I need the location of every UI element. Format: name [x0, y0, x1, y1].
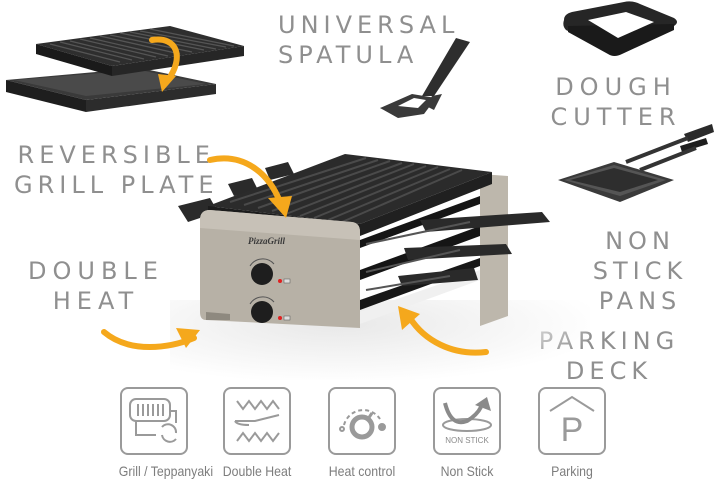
feature-parking: P Parking: [532, 387, 612, 479]
svg-text:P: P: [561, 411, 584, 449]
callout-reversible-grill-plate: Reversible Grill Plate: [14, 141, 219, 199]
arrow-to-parking-deck: [398, 306, 489, 356]
feature-heat-control: Heat control: [322, 387, 402, 479]
non-stick-pan-image: [556, 120, 716, 210]
pizza-grill-appliance: PizzaGrill: [170, 140, 560, 340]
callout-double-heat: Double Heat: [28, 257, 164, 315]
non-stick-icon: NON STICK: [433, 387, 501, 455]
reversible-plates-image: [0, 14, 250, 114]
heat-control-icon: [328, 387, 396, 455]
feature-grill-teppanyaki: Grill / Teppanyaki: [114, 387, 213, 479]
dough-cutter-image: [556, 0, 682, 60]
svg-text:NON STICK: NON STICK: [445, 436, 489, 445]
callout-universal-spatula: Universal Spatula: [278, 11, 460, 69]
arrow-to-double-heat: [101, 328, 200, 350]
arrow-to-grill-plate: [207, 155, 292, 218]
grill-teppanyaki-icon: [120, 387, 188, 455]
callout-non-stick-pans: Non Stick Pans: [592, 227, 688, 315]
spatula-image: [378, 36, 478, 120]
feature-double-heat: Double Heat: [217, 387, 297, 479]
feature-non-stick: NON STICK Non Stick: [427, 387, 507, 479]
double-heat-icon: [223, 387, 291, 455]
callout-dough-cutter: Dough Cutter: [550, 73, 682, 131]
parking-icon: P: [538, 387, 606, 455]
brand-label: PizzaGrill: [248, 236, 286, 246]
